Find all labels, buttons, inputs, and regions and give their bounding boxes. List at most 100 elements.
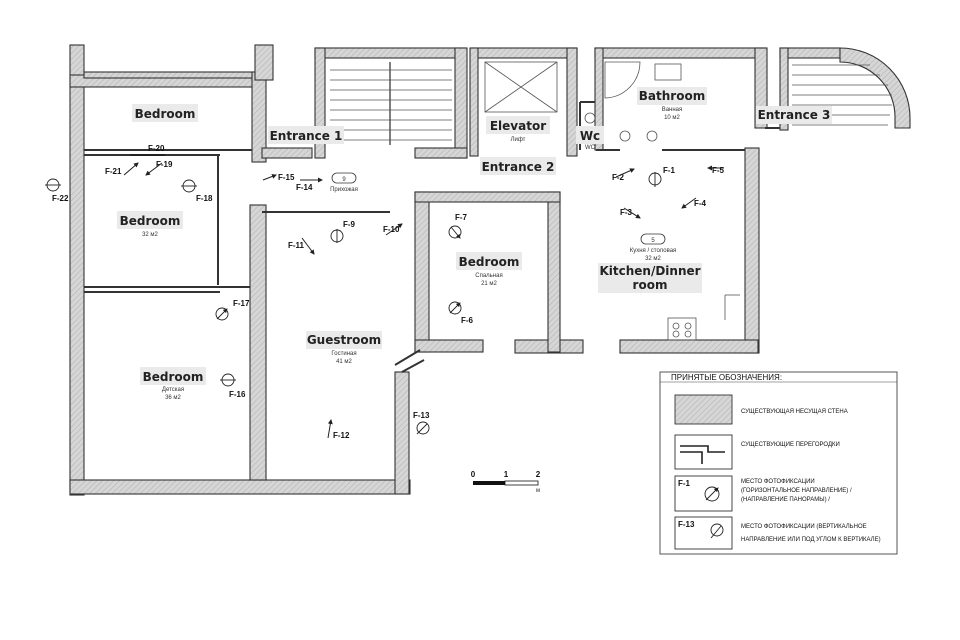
camera-arrow-icon [145, 162, 163, 176]
room-sub: Детская [162, 387, 184, 393]
photo-point-f13[interactable]: F-13 [413, 411, 430, 435]
bath-fixtures [584, 61, 682, 142]
room-number: 9 [342, 177, 346, 183]
svg-text:F-9: F-9 [343, 220, 356, 229]
room-sub: Прихожая [330, 187, 358, 193]
room-name: Guestroom [307, 333, 381, 347]
room-number: 5 [651, 238, 655, 244]
camera-arrow-icon [385, 223, 403, 236]
room-guestroom: Guestroom Гостиная 41 м2 [306, 331, 382, 365]
svg-text:м: м [536, 488, 540, 494]
room-entrance-2: Entrance 2 [480, 157, 556, 175]
photo-point-f14[interactable]: F-14 [296, 177, 323, 192]
svg-text:F-11: F-11 [288, 241, 305, 250]
room-name: Bedroom [120, 214, 181, 228]
photo-point-f3[interactable]: F-3 [620, 207, 641, 219]
room-name: Entrance 1 [270, 129, 343, 143]
legend: ПРИНЯТЫЕ ОБОЗНАЧЕНИЯ: СУЩЕСТВУЮЩАЯ НЕСУЩ… [659, 371, 898, 555]
svg-text:F-10: F-10 [383, 225, 400, 234]
room-bedroom-center: Bedroom Спальная 21 м2 [456, 252, 522, 287]
svg-text:НАПРАВЛЕНИЕ ИЛИ ПОД УГЛОМ К ВЕ: НАПРАВЛЕНИЕ ИЛИ ПОД УГЛОМ К ВЕРТИКАЛЕ) [741, 537, 881, 543]
svg-text:F-15: F-15 [278, 173, 295, 182]
room-bedroom-bottom-left: Bedroom Детская 36 м2 [140, 367, 206, 401]
room-area: 32 м2 [645, 256, 661, 262]
photo-point-f22[interactable]: F-22 [45, 178, 69, 203]
svg-text:F-16: F-16 [229, 390, 246, 399]
photo-point-f4[interactable]: F-4 [681, 197, 707, 209]
svg-text:F-19: F-19 [156, 160, 173, 169]
camera-arrow-icon [301, 237, 315, 255]
svg-text:F-2: F-2 [612, 173, 625, 182]
legend-item-text: СУЩЕСТВУЮЩИЕ ПЕРЕГОРОДКИ [741, 442, 840, 448]
photo-point-f20[interactable]: F-20 [130, 144, 165, 156]
svg-text:F-13: F-13 [678, 520, 695, 529]
room-name: Bathroom [639, 89, 705, 103]
stairs-1 [330, 62, 452, 145]
photo-point-f6[interactable]: F-6 [448, 301, 474, 325]
kitchen-fixtures [667, 294, 740, 341]
photo-point-f11[interactable]: F-11 [288, 237, 315, 255]
room-elevator: Elevator Лифт [486, 116, 550, 143]
svg-text:2: 2 [536, 470, 541, 479]
svg-text:F-4: F-4 [694, 199, 707, 208]
room-sub: Спальная [475, 273, 502, 279]
svg-text:F-7: F-7 [455, 213, 468, 222]
room-name: Entrance 3 [758, 108, 831, 122]
panorama-circle-icon [448, 301, 462, 315]
photo-point-f12[interactable]: F-12 [327, 419, 350, 440]
room-name: Entrance 2 [482, 160, 555, 174]
room-area: 41 м2 [336, 359, 352, 365]
room-hall: 9 Прихожая [330, 172, 358, 193]
room-sub: WC [585, 145, 596, 151]
photo-point-f17[interactable]: F-17 [215, 299, 250, 321]
room-area: 36 м2 [165, 395, 181, 401]
svg-text:F-14: F-14 [296, 183, 313, 192]
elevator-cabin [484, 61, 558, 113]
svg-text:F-20: F-20 [148, 144, 165, 153]
svg-text:F-1: F-1 [663, 166, 676, 175]
photo-point-f10[interactable]: F-10 [383, 223, 403, 236]
photo-point-f16[interactable]: F-16 [220, 373, 246, 399]
photo-points: F-1 F-2 F-3 F-4 F-5 F-6 F-7 [45, 144, 725, 440]
room-name: Elevator [490, 119, 546, 133]
photo-point-f19[interactable]: F-19 [145, 160, 173, 176]
svg-text:F-17: F-17 [233, 299, 250, 308]
photo-point-f5[interactable]: F-5 [707, 165, 725, 175]
camera-arrow-icon [681, 197, 697, 209]
svg-text:F-5: F-5 [712, 166, 725, 175]
bearing-walls [69, 44, 911, 496]
svg-text:F-22: F-22 [52, 194, 69, 203]
scale-bar: 0 1 2 м [471, 470, 541, 494]
photo-point-f9[interactable]: F-9 [330, 220, 356, 243]
svg-text:(НАПРАВЛЕНИЕ ПАНОРАМЫ) /: (НАПРАВЛЕНИЕ ПАНОРАМЫ) / [741, 497, 830, 503]
room-kitchen: 5 Кухня / столовая 32 м2 Kitchen/Dinner … [598, 233, 702, 293]
svg-text:МЕСТО ФОТОФИКСАЦИИ (ВЕРТИКАЛЬН: МЕСТО ФОТОФИКСАЦИИ (ВЕРТИКАЛЬНОЕ [741, 524, 867, 530]
room-bathroom: Bathroom Ванная 10 м2 [637, 87, 707, 121]
svg-text:F-18: F-18 [196, 194, 213, 203]
camera-arrow-icon [615, 168, 635, 178]
photo-point-f21[interactable]: F-21 [105, 162, 139, 176]
room-wc: Wc WC [576, 126, 604, 151]
vertical-shot-icon [416, 421, 430, 435]
photo-point-f1[interactable]: F-1 [648, 166, 676, 187]
photo-point-f2[interactable]: F-2 [612, 168, 635, 182]
room-area: 32 м2 [142, 232, 158, 238]
svg-text:0: 0 [471, 470, 476, 479]
room-sub: Ванная [662, 107, 683, 113]
camera-arrow-icon [327, 419, 333, 439]
photo-point-f15[interactable]: F-15 [262, 173, 295, 182]
wall-hatch-icon [674, 394, 733, 425]
photo-point-f18[interactable]: F-18 [181, 179, 213, 203]
svg-text:1: 1 [504, 470, 509, 479]
room-name: Bedroom [143, 370, 204, 384]
room-name: Bedroom [135, 107, 196, 121]
room-entrance-1: Entrance 1 [268, 126, 344, 144]
panorama-circle-icon [215, 307, 229, 321]
photo-point-f7[interactable]: F-7 [448, 213, 468, 239]
svg-text:F-3: F-3 [620, 208, 633, 217]
svg-text:F-6: F-6 [461, 316, 474, 325]
legend-item-text: СУЩЕСТВУЮЩАЯ НЕСУЩАЯ СТЕНА [741, 409, 848, 415]
partition-icon [680, 445, 725, 464]
svg-text:F-13: F-13 [413, 411, 430, 420]
